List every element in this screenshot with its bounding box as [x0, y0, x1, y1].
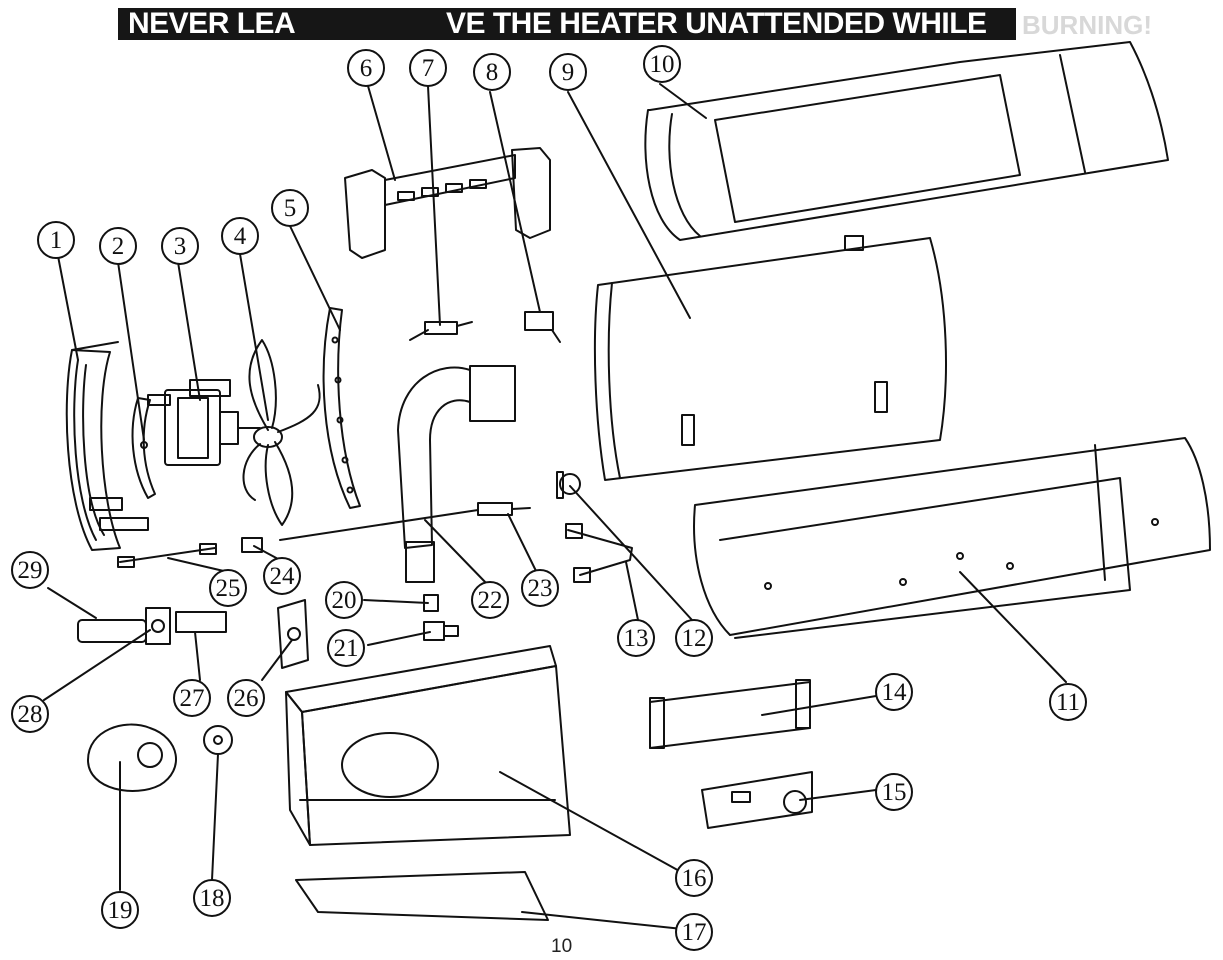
callout-label-20: 20: [332, 587, 357, 614]
part-9-inner-cylinder: [593, 235, 947, 481]
callout-label-22: 22: [478, 587, 503, 614]
callout-circle-6: [347, 49, 385, 87]
warning-banner-faded: BURNING!: [1022, 10, 1152, 40]
part-1-rear-guard: [65, 341, 149, 551]
part-26-bracket: [277, 599, 309, 669]
part-20-21-fittings: [423, 594, 459, 641]
callout-label-1: 1: [50, 227, 63, 254]
callout-circle-4: [221, 217, 259, 255]
part-17-base-plate: [295, 871, 549, 921]
part-28-valve: [145, 607, 171, 645]
part-3-motor: [147, 379, 261, 466]
callout-label-17: 17: [682, 919, 707, 946]
callout-circle-22: [471, 581, 509, 619]
callout-circle-26: [227, 679, 265, 717]
part-2-mount-plate: [131, 397, 156, 499]
callout-circle-19: [101, 891, 139, 929]
callout-label-16: 16: [682, 865, 707, 892]
callout-circle-7: [409, 49, 447, 87]
part-4-fan-blade: [242, 339, 321, 526]
callout-label-23: 23: [528, 575, 553, 602]
part-19-gasket: [87, 723, 177, 792]
callout-circle-14: [875, 673, 913, 711]
callout-circle-28: [11, 695, 49, 733]
callout-circle-5: [271, 189, 309, 227]
callout-label-5: 5: [284, 195, 297, 222]
callout-label-28: 28: [18, 701, 43, 728]
callout-label-24: 24: [270, 563, 296, 590]
callout-circle-2: [99, 227, 137, 265]
callout-circle-16: [675, 859, 713, 897]
part-14-bracket: [649, 679, 811, 749]
part-24-block: [241, 537, 263, 553]
part-5-fan-guard: [322, 307, 361, 509]
callout-label-13: 13: [624, 625, 649, 652]
callout-circle-11: [1049, 683, 1087, 721]
callout-circle-10: [643, 45, 681, 83]
part-11-lower-shell: [693, 437, 1211, 639]
part-15-circuit-board: [701, 771, 813, 829]
callout-circle-3: [161, 227, 199, 265]
callout-label-18: 18: [200, 885, 225, 912]
callout-circle-24: [263, 557, 301, 595]
callout-circle-12: [675, 619, 713, 657]
part-10-upper-shell: [644, 41, 1169, 241]
callout-circle-27: [173, 679, 211, 717]
callout-label-3: 3: [174, 233, 187, 260]
callout-circle-23: [521, 569, 559, 607]
callout-label-19: 19: [108, 897, 133, 924]
part-7-ignitor: [409, 321, 473, 341]
warning-banner-right: VE THE HEATER UNATTENDED WHILE: [436, 8, 1016, 40]
callout-label-8: 8: [486, 59, 499, 86]
callout-circle-17: [675, 913, 713, 951]
part-12-knob: [556, 471, 581, 499]
warning-banner-gap: [306, 8, 436, 40]
part-16-base-housing: [285, 645, 571, 846]
callout-circle-9: [549, 53, 587, 91]
callout-label-15: 15: [882, 779, 907, 806]
callout-label-26: 26: [234, 685, 259, 712]
part-8-bracket: [524, 311, 561, 343]
callout-circle-25: [209, 569, 247, 607]
callout-circle-18: [193, 879, 231, 917]
callout-label-11: 11: [1056, 689, 1080, 716]
callout-circle-29: [11, 551, 49, 589]
callout-circle-1: [37, 221, 75, 259]
callout-label-6: 6: [360, 55, 373, 82]
callout-circle-15: [875, 773, 913, 811]
callout-circle-20: [325, 581, 363, 619]
leader-lines: [43, 83, 1067, 931]
callout-label-27: 27: [180, 685, 205, 712]
callout-label-7: 7: [422, 55, 435, 82]
callout-label-25: 25: [216, 575, 241, 602]
part-23-nozzle: [279, 502, 531, 541]
callout-circle-21: [327, 629, 365, 667]
page-number: 10: [551, 936, 573, 957]
part-25-hose: [117, 543, 217, 568]
part-27-connector: [175, 611, 227, 633]
callout-circle-8: [473, 53, 511, 91]
callout-label-29: 29: [18, 557, 43, 584]
part-13-fuel-tube: [565, 523, 633, 583]
part-18-knob: [203, 725, 233, 755]
callout-label-12: 12: [682, 625, 707, 652]
callout-label-9: 9: [562, 59, 575, 86]
callout-label-2: 2: [112, 233, 125, 260]
part-6-handle: [344, 147, 551, 259]
warning-banner: NEVER LEA VE THE HEATER UNATTENDED WHILE…: [118, 8, 1178, 42]
callout-label-10: 10: [650, 51, 675, 78]
part-29-regulator: [77, 619, 147, 643]
callout-label-4: 4: [234, 223, 247, 250]
warning-banner-left: NEVER LEA: [118, 8, 310, 40]
callout-circle-13: [617, 619, 655, 657]
callout-label-14: 14: [882, 679, 908, 706]
callout-label-21: 21: [334, 635, 359, 662]
part-22-burner-tube: [397, 365, 516, 583]
